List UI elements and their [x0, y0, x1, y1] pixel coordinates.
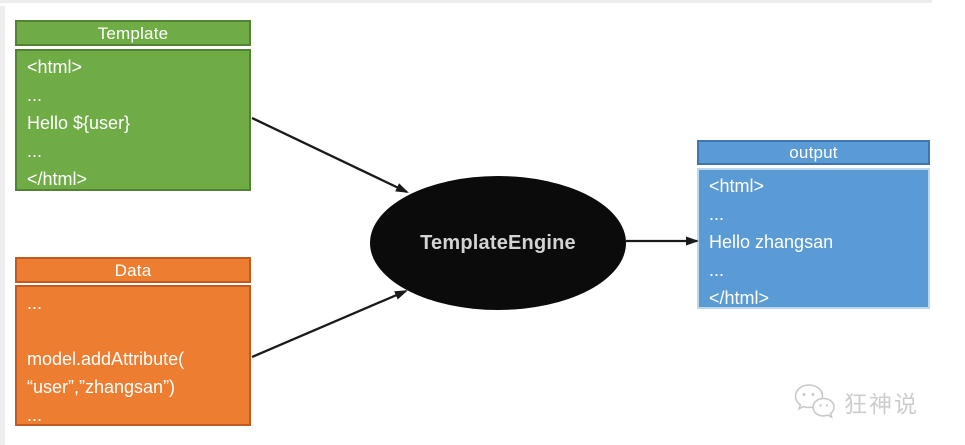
code-line [27, 317, 245, 345]
code-line: model.addAttribute( [27, 349, 185, 369]
code-line: <html> [709, 176, 765, 196]
output-box-header: output [697, 140, 930, 165]
template-box-title: Template [97, 23, 169, 43]
data-box-header: Data [15, 257, 251, 283]
top-edge-divider [0, 0, 932, 3]
output-box-title: output [789, 143, 838, 162]
code-line: ... [27, 293, 43, 313]
code-line: ... [27, 85, 43, 105]
wechat-chat-bubbles-icon [794, 384, 835, 419]
code-line: </html> [709, 288, 770, 308]
data-box-title: Data [114, 260, 152, 280]
code-line: ... [27, 141, 43, 161]
code-line: Hello zhangsan [709, 232, 834, 252]
watermark: 狂神说 [793, 382, 919, 422]
code-line: </html> [27, 169, 88, 189]
arrow-data-to-engine [251, 289, 408, 359]
template-engine-ellipse: TemplateEngine [370, 176, 626, 310]
watermark-label: 狂神说 [844, 391, 919, 417]
output-box-body: <html>... Hello zhangsan... </html> [697, 168, 930, 309]
left-edge-divider [0, 6, 5, 445]
data-box-body: ... model.addAttribute( “user”,”zhangsan”)… [15, 285, 251, 426]
code-line: “user”,”zhangsan”) [27, 377, 176, 397]
code-line: <html> [27, 57, 83, 77]
template-engine-label: TemplateEngine [420, 231, 576, 254]
code-line: ... [709, 204, 725, 224]
code-line: Hello ${user} [27, 113, 131, 133]
code-line: ... [27, 405, 43, 425]
template-box-header: Template [15, 20, 251, 46]
code-line: ... [709, 260, 725, 280]
arrow-template-to-engine [251, 116, 409, 194]
template-box-body: <html>... Hello ${user}... </html> [15, 49, 251, 191]
